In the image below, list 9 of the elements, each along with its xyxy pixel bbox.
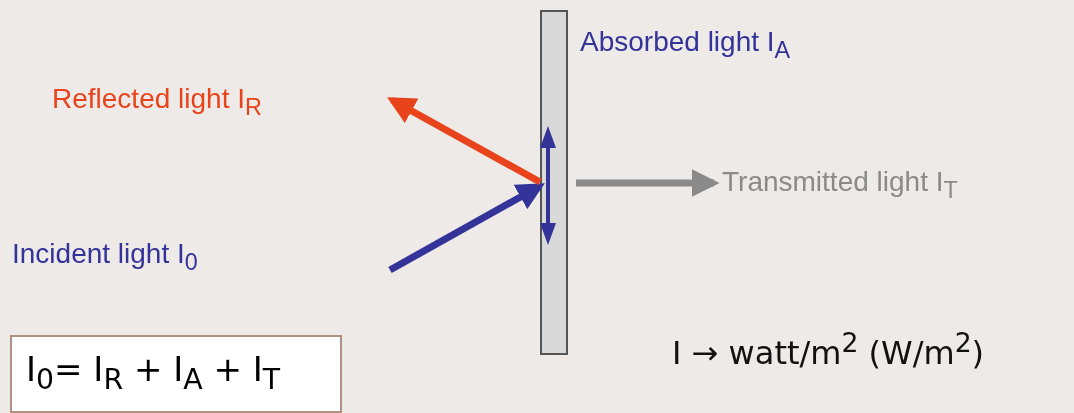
equation-box: I$_{0}$= I$_{R}$ + I$_{A}$ + I$_{T}$ [10, 335, 342, 413]
glass-slab [540, 10, 568, 355]
transmitted-light-label: Transmitted light I$_{T}$ [722, 166, 958, 204]
arrow [388, 182, 545, 274]
reflected-light-label: Reflected light I$_{R}$ [52, 83, 262, 121]
absorbed-light-label: Absorbed light I$_{A}$ [580, 26, 791, 64]
arrow [387, 96, 542, 186]
unit-label: I → watt/m$^{2}$ (W/m$^{2}$) [672, 327, 985, 372]
incident-light-label: Incident light I$_{0}$ [12, 238, 198, 276]
